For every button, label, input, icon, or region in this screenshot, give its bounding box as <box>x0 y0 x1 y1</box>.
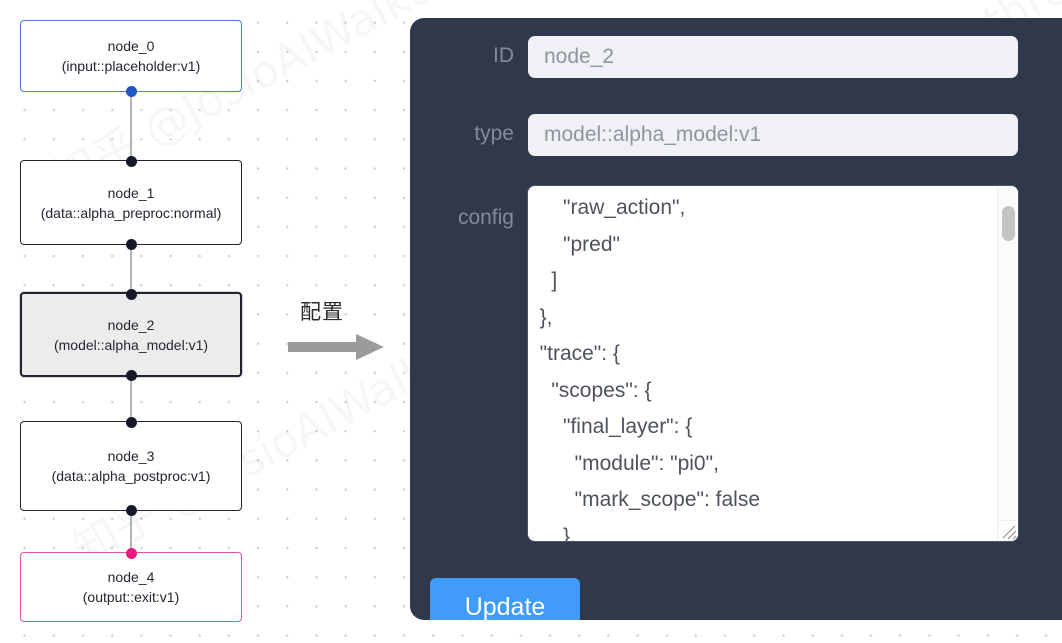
transition-annotation: 配置 <box>288 296 398 366</box>
edge-node3-node4 <box>130 511 132 552</box>
id-field-label: ID <box>493 44 514 67</box>
node-handle-bottom[interactable] <box>125 504 137 516</box>
graph-node-node_4[interactable]: node_4 (output::exit:v1) <box>20 547 242 622</box>
transition-label: 配置 <box>300 300 344 324</box>
node-subtitle: (input::placeholder:v1) <box>61 58 201 74</box>
node-subtitle: (model::alpha_model:v1) <box>53 336 209 353</box>
node-inspector-panel: ID type config "raw_action", "pred" ] },… <box>410 18 1062 620</box>
field-row-type: type <box>410 114 1018 156</box>
config-field-label: config <box>457 206 514 229</box>
node-subtitle: (data::alpha_postproc:v1) <box>51 468 211 484</box>
type-field-label: type <box>474 122 514 145</box>
arrow-right-icon <box>288 332 388 367</box>
node-handle-bottom[interactable] <box>125 238 137 250</box>
edge-node2-node3 <box>130 377 132 421</box>
node-subtitle: (data::alpha_preproc:normal) <box>40 204 222 221</box>
node-title: node_1 <box>107 184 155 201</box>
field-row-config: config "raw_action", "pred" ] }, "trace"… <box>410 186 1018 541</box>
node-subtitle: (output::exit:v1) <box>82 589 180 605</box>
edge-node0-node1 <box>130 92 132 160</box>
node-title: node_4 <box>107 569 155 585</box>
node-handle-top[interactable] <box>125 155 137 167</box>
update-button[interactable]: Update <box>430 578 580 620</box>
graph-node-node_1[interactable]: node_1 (data::alpha_preproc:normal) <box>20 155 242 250</box>
config-scrollbar-thumb[interactable] <box>1002 206 1015 241</box>
node-handle-top[interactable] <box>125 547 137 559</box>
node-handle-bottom[interactable] <box>125 85 137 97</box>
config-textarea-wrapper[interactable]: "raw_action", "pred" ] }, "trace": { "sc… <box>528 186 1018 541</box>
edge-node1-node2 <box>130 245 132 293</box>
graph-node-node_3[interactable]: node_3 (data::alpha_postproc:v1) <box>20 416 242 516</box>
field-row-id: ID <box>410 36 1018 78</box>
config-resize-handle[interactable] <box>997 520 1018 541</box>
node-title: node_2 <box>107 316 155 333</box>
node-title: node_3 <box>107 448 155 464</box>
node-handle-top[interactable] <box>125 416 137 428</box>
type-input[interactable] <box>528 114 1018 156</box>
graph-node-node_0[interactable]: node_0 (input::placeholder:v1) <box>20 20 242 97</box>
graph-node-node_2[interactable]: node_2 (model::alpha_model:v1) <box>20 288 242 381</box>
config-textarea[interactable]: "raw_action", "pred" ] }, "trace": { "sc… <box>539 196 760 541</box>
config-scrollbar-track[interactable] <box>997 186 1018 527</box>
node-handle-bottom[interactable] <box>125 369 137 381</box>
node-title: node_0 <box>107 38 155 54</box>
node-handle-top[interactable] <box>125 288 137 300</box>
id-input[interactable] <box>528 36 1018 78</box>
